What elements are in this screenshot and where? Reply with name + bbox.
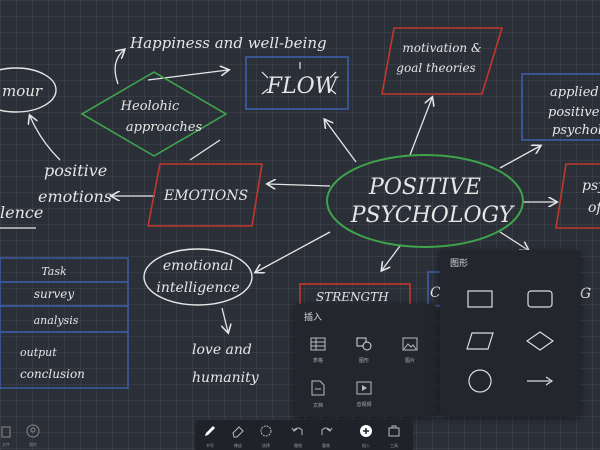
svg-text:motivation &: motivation & bbox=[402, 41, 482, 55]
toolbar-select-button[interactable]: 选择 bbox=[253, 423, 279, 449]
shapes-panel: 图形 bbox=[440, 250, 580, 416]
redo-icon bbox=[321, 427, 333, 435]
table-row-task: Task bbox=[41, 265, 67, 278]
svg-text:psychol: psychol bbox=[552, 123, 600, 138]
select-icon bbox=[260, 425, 272, 437]
parallelogram-icon bbox=[466, 332, 494, 350]
insert-image-button[interactable]: 图片 bbox=[390, 336, 430, 364]
connector-happiness bbox=[114, 50, 124, 85]
insert-icon bbox=[360, 425, 372, 437]
node-positive-emotions-1[interactable]: positive bbox=[44, 161, 107, 180]
insert-shapes-button[interactable]: 图形 bbox=[344, 336, 384, 364]
table-row-analysis: analysis bbox=[34, 314, 79, 327]
connector-applied bbox=[499, 146, 540, 169]
node-positive-emotions-2[interactable]: emotions bbox=[38, 187, 112, 206]
svg-text:psy: psy bbox=[582, 178, 600, 194]
video-icon bbox=[356, 381, 372, 395]
bottom-toolbar: 书写 橡皮 选择 撤销 重做 插入 工具 bbox=[195, 420, 413, 450]
file-icon bbox=[1, 426, 11, 438]
svg-text:applied: applied bbox=[550, 85, 599, 100]
svg-text:POSITIVE: POSITIVE bbox=[368, 175, 481, 200]
toolbox-icon bbox=[388, 425, 400, 437]
node-flow[interactable]: FLOW bbox=[245, 56, 349, 110]
insert-document-button[interactable]: 文档 bbox=[298, 380, 338, 409]
node-applied[interactable]: applied positive psychol bbox=[521, 73, 600, 141]
connector-humour bbox=[30, 116, 61, 161]
svg-text:intelligence: intelligence bbox=[156, 280, 239, 296]
file-button[interactable]: 文件 bbox=[0, 423, 12, 448]
shapes-icon bbox=[356, 337, 372, 351]
connector-partial bbox=[499, 231, 528, 250]
profile-button[interactable]: 我的 bbox=[24, 423, 42, 448]
svg-text:approaches: approaches bbox=[126, 120, 203, 135]
svg-text:FLOW: FLOW bbox=[266, 74, 340, 99]
connector-emotions bbox=[268, 184, 331, 186]
shape-arrow-button[interactable] bbox=[520, 366, 560, 396]
node-strengths[interactable]: STRENGTH bbox=[299, 283, 411, 307]
table-row-conclusion: conclusion bbox=[20, 367, 85, 381]
insert-panel-title: 插入 bbox=[304, 313, 323, 323]
shape-circle-button[interactable] bbox=[460, 366, 500, 396]
circle-icon bbox=[468, 369, 492, 393]
rectangle-icon bbox=[467, 290, 493, 308]
shape-diamond-button[interactable] bbox=[520, 326, 560, 356]
arrow-icon bbox=[527, 376, 554, 386]
connector-flow-left bbox=[147, 70, 228, 81]
connector-emotional bbox=[256, 231, 331, 272]
rounded-rectangle-icon bbox=[527, 290, 553, 308]
table-icon bbox=[310, 337, 326, 351]
svg-text:positive: positive bbox=[548, 105, 600, 120]
node-love-1[interactable]: love and bbox=[192, 342, 252, 358]
connector-love bbox=[222, 307, 228, 332]
shape-rectangle-button[interactable] bbox=[460, 284, 500, 314]
toolbar-undo-button[interactable]: 撤销 bbox=[285, 423, 311, 449]
svg-text:emotional: emotional bbox=[163, 258, 233, 274]
connector-motivation bbox=[409, 98, 432, 156]
eraser-icon bbox=[232, 426, 244, 438]
svg-text:goal theories: goal theories bbox=[396, 61, 475, 75]
undo-icon bbox=[291, 427, 303, 435]
insert-table-button[interactable]: 表格 bbox=[298, 336, 338, 364]
node-table[interactable] bbox=[0, 257, 129, 389]
svg-text:mour: mour bbox=[2, 82, 43, 100]
shapes-panel-title: 图形 bbox=[450, 259, 469, 269]
svg-text:EMOTIONS: EMOTIONS bbox=[163, 188, 248, 204]
toolbar-insert-button[interactable]: 插入 bbox=[353, 423, 379, 449]
node-emotions[interactable]: EMOTIONS bbox=[147, 163, 263, 227]
document-icon bbox=[311, 380, 325, 396]
toolbar-eraser-button[interactable]: 橡皮 bbox=[225, 423, 251, 449]
insert-video-button[interactable]: 音视频 bbox=[344, 380, 384, 408]
node-emotional-intelligence[interactable]: emotional intelligence bbox=[143, 248, 253, 306]
toolbar-redo-button[interactable]: 重做 bbox=[313, 423, 339, 449]
svg-text:PSYCHOLOGY: PSYCHOLOGY bbox=[350, 203, 516, 228]
shape-rounded-rectangle-button[interactable] bbox=[520, 284, 560, 314]
svg-text:Heolohic: Heolohic bbox=[120, 99, 180, 114]
connector-flow bbox=[325, 120, 357, 163]
node-humour[interactable]: mour bbox=[0, 67, 57, 113]
table-row-output: output bbox=[20, 346, 57, 359]
node-center[interactable]: POSITIVE PSYCHOLOGY bbox=[326, 154, 524, 248]
toolbar-toolbox-button[interactable]: 工具 bbox=[381, 423, 407, 449]
table-row-survey: survey bbox=[34, 287, 75, 301]
pen-icon bbox=[205, 426, 215, 436]
toolbar-pen-button[interactable]: 书写 bbox=[197, 423, 223, 449]
connector-strengths bbox=[382, 245, 401, 270]
user-icon bbox=[26, 424, 40, 438]
image-icon bbox=[402, 337, 418, 351]
node-psy[interactable]: psy of bbox=[555, 163, 600, 229]
node-love-2[interactable]: humanity bbox=[192, 370, 260, 386]
node-happiness[interactable]: Happiness and well-being bbox=[129, 34, 327, 52]
node-hedonic[interactable]: Heolohic approaches bbox=[80, 71, 228, 157]
node-partial-g[interactable]: G bbox=[580, 286, 591, 302]
insert-panel: 插入 表格 图形 图片 文档 音视频 bbox=[294, 304, 436, 416]
svg-text:of: of bbox=[588, 200, 600, 216]
node-lence[interactable]: lence bbox=[0, 203, 43, 222]
diamond-icon bbox=[526, 331, 554, 351]
svg-text:C: C bbox=[430, 285, 441, 301]
shape-parallelogram-button[interactable] bbox=[460, 326, 500, 356]
svg-text:STRENGTH: STRENGTH bbox=[316, 290, 389, 304]
connector-hedonic bbox=[189, 139, 221, 161]
node-motivation[interactable]: motivation & goal theories bbox=[381, 27, 504, 95]
